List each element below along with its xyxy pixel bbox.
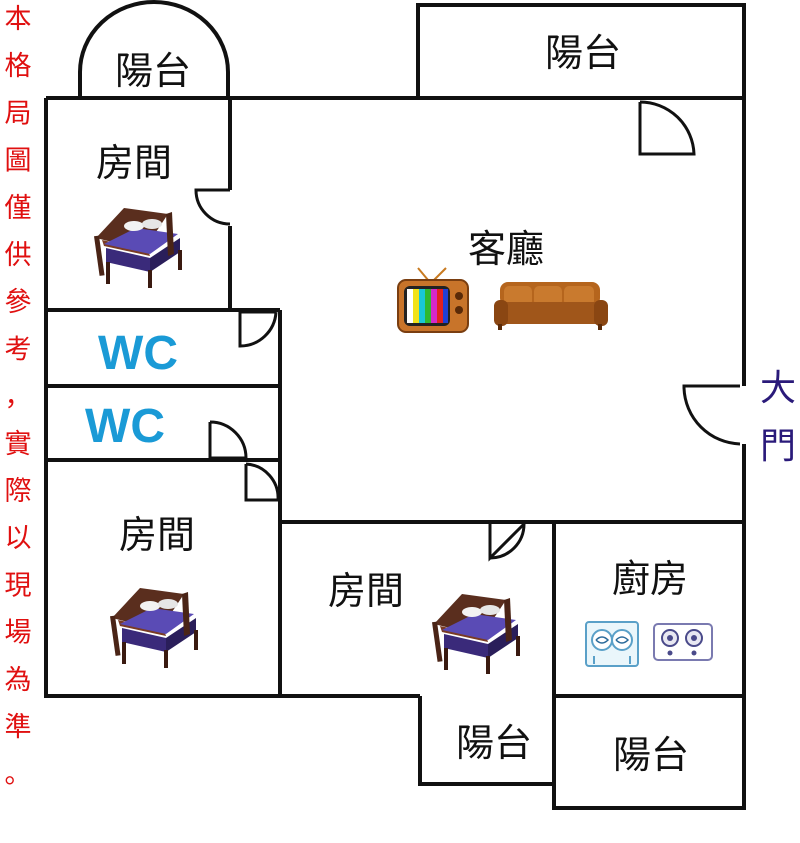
disclaimer-char: 準 [5,712,32,743]
balcony-round-label: 陽台 [115,49,191,93]
stove-icon [653,623,713,661]
entrance-char-1: 大 [760,368,796,409]
room-bottom-middle-label: 房間 [328,569,404,613]
kitchen-label: 廚房 [612,557,688,601]
bed-icon [110,588,198,668]
living-room-label: 客廳 [468,227,544,271]
disclaimer-char: 僅 [5,193,32,224]
disclaimer-char: 以 [5,523,32,554]
disclaimer-char: 本 [5,4,32,35]
wc-upper-label: WC [98,327,178,380]
disclaimer-char: 現 [5,570,32,601]
tv-icon [397,267,469,333]
room-top-left-label: 房間 [96,141,172,185]
door-swing-icon [194,100,741,562]
disclaimer-char: 場 [5,618,32,649]
disclaimer-char: 局 [5,98,32,129]
disclaimer-char: 供 [5,240,32,271]
wc-lower-label: WC [85,400,165,453]
balcony-bottom-middle-label: 陽台 [456,721,532,765]
entrance-label: 大 門 [760,368,796,467]
entrance-char-2: 門 [760,426,796,467]
walls [44,0,746,810]
sink-icon [585,621,639,667]
bed-icon [94,208,182,288]
disclaimer-char: ， [5,382,32,413]
disclaimer-char: 際 [5,476,32,507]
disclaimer-char: 。 [5,759,32,790]
bed-icon [432,594,520,674]
sofa-icon [494,282,608,330]
balcony-top-label: 陽台 [545,31,621,75]
disclaimer-char: 實 [5,429,32,460]
room-bottom-left-label: 房間 [119,513,195,557]
disclaimer-char: 圖 [5,146,32,177]
disclaimer-char: 考 [5,334,32,365]
disclaimer-char: 參 [5,287,32,318]
disclaimer-char: 格 [5,51,32,82]
balcony-bottom-right-label: 陽台 [613,733,689,777]
disclaimer-char: 為 [5,665,32,696]
